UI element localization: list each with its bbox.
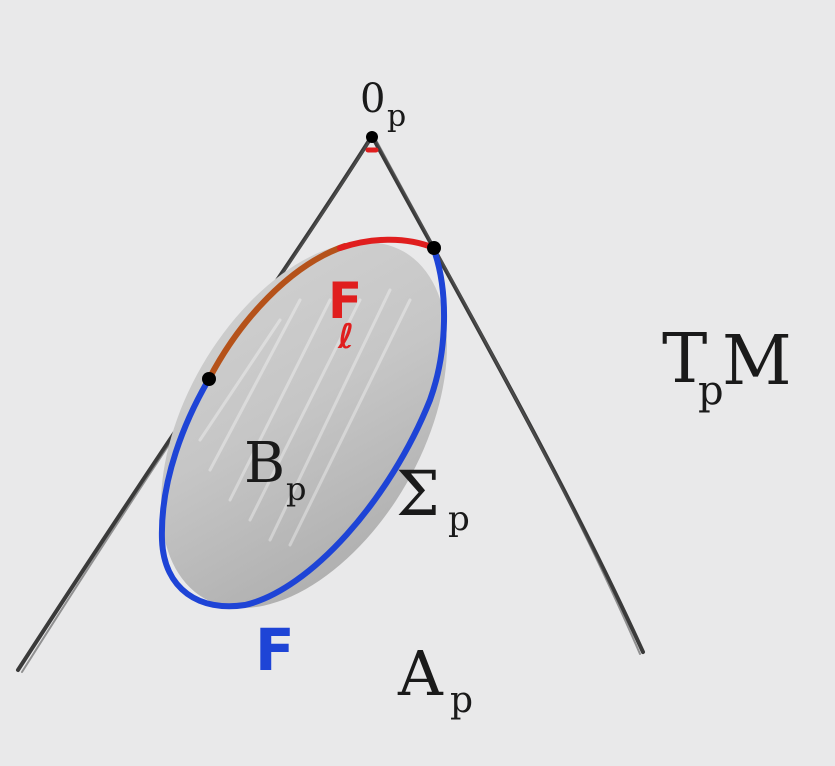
origin-label-sub: p [387, 99, 406, 134]
tangent-space-label-tail: M [722, 322, 792, 401]
tangent-space-label: T [662, 320, 707, 399]
region-bp-fill [161, 242, 447, 608]
boundary [158, 147, 448, 610]
a-label: A [397, 637, 444, 710]
boundary-blue-curve [158, 247, 448, 610]
region-bp [161, 242, 447, 608]
points [202, 131, 441, 386]
region-label: B [244, 431, 285, 496]
f-blue-label: F [255, 616, 295, 684]
boundary-orange-curve [206, 243, 348, 382]
origin-label: 0 [360, 76, 385, 122]
a-label-sub: p [450, 680, 473, 721]
tangent-space-label-sub: p [698, 368, 724, 414]
tangency-point-right [427, 241, 441, 255]
region-bp-hatching [198, 288, 412, 547]
apex-point [366, 131, 378, 143]
cone-right-edge-overstroke [375, 139, 641, 655]
labels: 0 p T p M B p Σ p F F ℓ A p [244, 76, 792, 721]
region-label-sub: p [286, 470, 306, 508]
tangency-point-left [202, 372, 216, 386]
f-red-label: F [328, 272, 362, 330]
sigma-label-sub: p [448, 499, 470, 539]
sigma-label: Σ [396, 457, 440, 530]
f-red-label-sub: ℓ [337, 317, 354, 357]
boundary-red-curve [337, 236, 437, 251]
